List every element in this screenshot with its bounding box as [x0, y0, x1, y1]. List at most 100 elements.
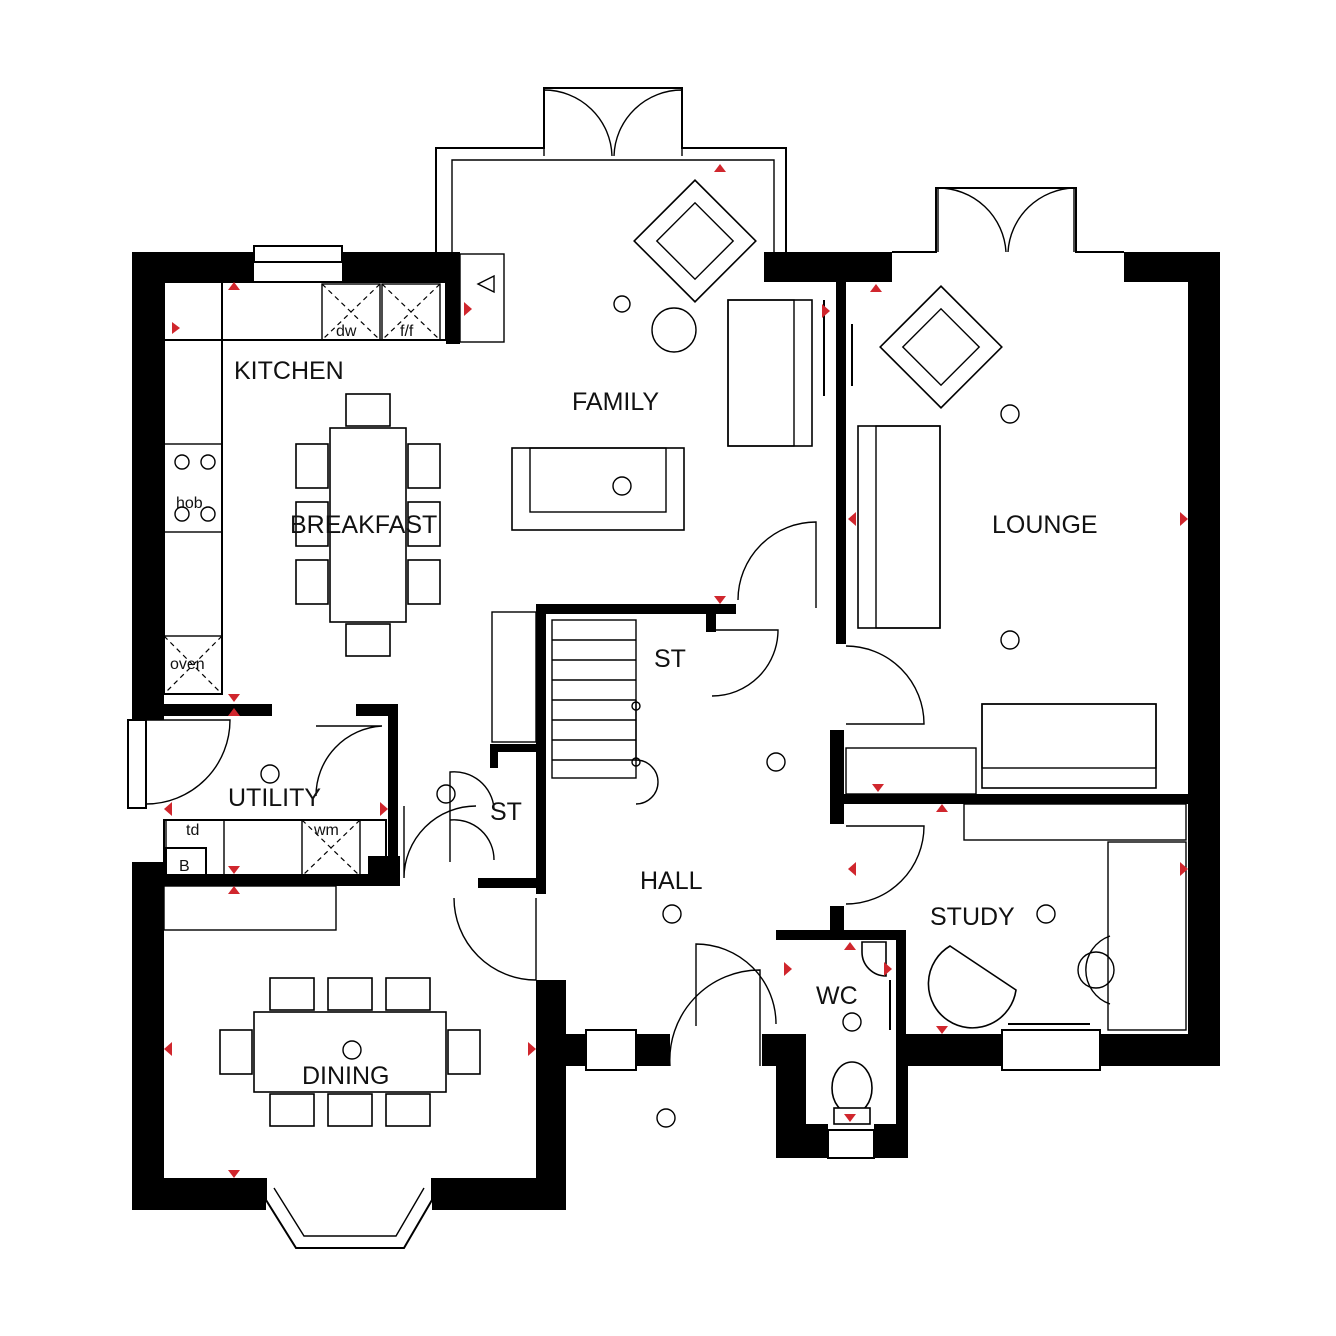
dining-hall-door: [453, 897, 537, 981]
room-label-utility: UTILITY: [228, 784, 321, 812]
appliance-label-hob: hob: [176, 495, 203, 512]
wall-left-lower: [132, 862, 164, 1210]
room-label-dining: DINING: [302, 1062, 390, 1090]
room-label-hall: HALL: [640, 867, 703, 895]
hall-cupboard: [491, 611, 537, 743]
room-label-store-2: ST: [490, 798, 522, 826]
room-labels: KITCHEN BREAKFAST FAMILY LOUNGE UTILITY …: [228, 357, 1098, 1090]
wall-dining-right: [536, 980, 566, 1210]
socket-marker: [714, 164, 726, 172]
front-door: [669, 969, 761, 1067]
breakfast-chair: [295, 501, 329, 547]
study-hall-door: [845, 825, 925, 905]
socket-marker: [822, 304, 830, 318]
dining-chair: [269, 977, 315, 1011]
wall-store2-top: [490, 744, 546, 752]
wall-lounge-study: [830, 794, 1188, 804]
ceiling-light: [1000, 404, 1020, 424]
socket-marker: [872, 784, 884, 792]
stairs-area: [436, 611, 786, 1128]
lounge-sofa-bottom: [981, 703, 1157, 789]
lounge-hall-door: [845, 645, 925, 725]
electrical-markers: [164, 164, 1188, 1178]
family-hall-door: [737, 521, 817, 608]
ceiling-light: [342, 1040, 362, 1060]
socket-marker: [784, 962, 792, 976]
breakfast-chair: [345, 623, 391, 657]
dining-chair: [219, 1029, 253, 1075]
breakfast-chair: [407, 559, 441, 605]
family-sofa-centre: [511, 447, 685, 531]
wall-kitchen-utility-left: [132, 704, 272, 716]
utility-external-door: [145, 719, 231, 805]
socket-marker: [1180, 862, 1188, 876]
wall-hall-right-lower: [830, 906, 844, 930]
socket-marker: [380, 802, 388, 816]
socket-marker: [936, 804, 948, 812]
kitchen-window: [253, 245, 343, 263]
wall-kitchen-top-left: [132, 252, 254, 282]
wc-toilet: [831, 1061, 873, 1115]
family-bay-inner: [451, 159, 775, 252]
dining-bay-inner: [273, 1187, 425, 1237]
windows: [127, 87, 1124, 1249]
study-chair: [927, 945, 1017, 1029]
socket-marker: [228, 866, 240, 874]
dining-chair: [447, 1029, 481, 1075]
appliance-labels: dw f/f hob oven td wm B: [170, 323, 414, 875]
utility-internal-door: [315, 725, 383, 797]
walls: [132, 252, 1220, 1210]
family-french-door-left: [543, 89, 613, 157]
wall-stair-top: [536, 604, 736, 614]
room-label-kitchen: KITCHEN: [234, 357, 344, 385]
room-label-lounge: LOUNGE: [992, 511, 1098, 539]
lounge-armchair: [879, 285, 1003, 409]
lounge-french-door-left: [937, 187, 1007, 253]
room-label-breakfast: BREAKFAST: [290, 511, 437, 539]
fridge-unit: [381, 283, 441, 341]
stair-flight: [551, 619, 637, 779]
room-label-family: FAMILY: [572, 388, 659, 416]
breakfast-chair: [345, 393, 391, 427]
family-french-door-right: [613, 89, 683, 157]
socket-marker: [528, 1042, 536, 1056]
dining-table: [253, 1011, 447, 1093]
study-desk: [1107, 841, 1187, 1031]
dining-bay-outer: [265, 1178, 433, 1249]
socket-marker: [1180, 512, 1188, 526]
socket-marker: [464, 302, 472, 316]
doors: [145, 89, 1075, 1067]
socket-marker: [884, 962, 892, 976]
wc-basin: [861, 941, 887, 977]
ceiling-light: [612, 476, 632, 496]
wall-wc-top: [776, 930, 906, 940]
lounge-french-door-right: [1007, 187, 1075, 253]
breakfast-table: [329, 427, 407, 623]
wall-kitchen-right-stub: [446, 252, 460, 344]
wall-study-bottom-right: [1100, 1034, 1220, 1066]
dining-chair: [269, 1093, 315, 1127]
appliance-label-oven: oven: [170, 656, 205, 673]
wc-area: [831, 941, 891, 1125]
socket-marker: [844, 1114, 856, 1122]
lounge-area: [845, 285, 1157, 795]
store2-door: [449, 771, 495, 862]
socket-marker: [844, 942, 856, 950]
ceiling-light: [260, 764, 280, 784]
hall-window: [585, 1029, 637, 1071]
breakfast-chair: [295, 559, 329, 605]
socket-marker: [228, 708, 240, 716]
utility-worktop: [163, 819, 387, 877]
study-area: [927, 803, 1187, 1031]
wall-family-right-corner: [764, 252, 844, 282]
study-shelf: [963, 803, 1187, 841]
family-sofa-right: [727, 299, 813, 447]
boiler-unit: [165, 847, 207, 879]
breakfast-chair: [407, 501, 441, 547]
socket-marker: [228, 694, 240, 702]
dining-chair: [385, 1093, 431, 1127]
dining-chair: [327, 977, 373, 1011]
appliance-label-fridge-freezer: f/f: [400, 323, 414, 340]
ceiling-light: [662, 904, 682, 924]
